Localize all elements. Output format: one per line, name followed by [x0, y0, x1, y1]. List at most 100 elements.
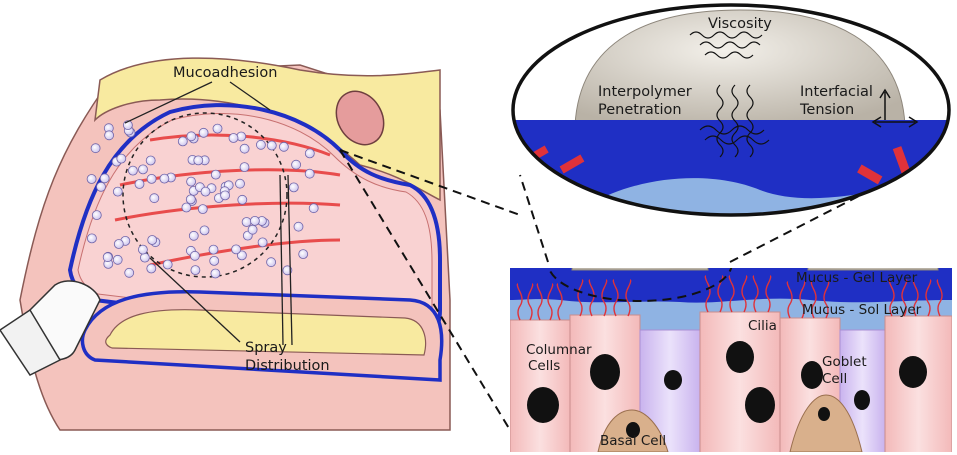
nasal-cavity: Mucoadhesion Spray Distribution [0, 57, 451, 431]
cilium [536, 283, 543, 321]
spray-particle [159, 173, 170, 184]
spray-particle [112, 254, 123, 265]
cilia [516, 275, 943, 321]
cilium [728, 275, 735, 313]
spray-particle [186, 176, 197, 187]
spray-particle [231, 244, 242, 255]
label-sol-layer: Mucus - Sol Layer [802, 302, 922, 318]
spray-particle [112, 186, 123, 197]
spray-particle [200, 186, 211, 197]
label-columnar-2: Cells [528, 358, 560, 374]
spray-particle [90, 143, 101, 154]
spray-particle [127, 165, 138, 176]
spray-particle [146, 173, 157, 184]
basal-cell-2 [789, 394, 863, 452]
cilium [823, 281, 830, 319]
label-interfacial: Interfacial [800, 84, 873, 100]
spray-particle [190, 265, 201, 276]
spray-particle [162, 259, 173, 270]
spray-particle [134, 179, 145, 189]
spray-particle [104, 130, 114, 141]
spray-particle [266, 140, 277, 151]
spray-particle [96, 181, 106, 192]
gel-layer [510, 268, 952, 303]
cilium [901, 279, 908, 317]
cilium [577, 279, 584, 317]
label-spray-droplet-2: Droplet [838, 242, 888, 258]
cilium [741, 275, 748, 313]
label-viscosity: Viscosity [708, 16, 772, 32]
spray-area-circle [122, 112, 288, 278]
spray-particle [308, 203, 319, 214]
spray-particle [291, 159, 302, 170]
spray-particle [266, 257, 277, 268]
spray-particle [249, 215, 260, 226]
cilium [936, 279, 943, 317]
spray-particle [188, 230, 199, 241]
spray-particle [177, 136, 188, 147]
spray-particle [255, 139, 266, 150]
cilium [786, 281, 793, 319]
zoom-sol-layer [560, 170, 949, 215]
spray-particle [113, 239, 124, 249]
spray-particle [87, 233, 97, 244]
cilium [516, 283, 523, 321]
spray-particle [247, 224, 258, 235]
spray-particle [181, 202, 192, 213]
spray-particle [102, 252, 113, 263]
spray-particle [138, 164, 148, 175]
spray-particle [298, 249, 309, 260]
spray-particle [145, 155, 156, 166]
spray-particle [198, 127, 209, 138]
tension-arrows [871, 88, 919, 128]
zoom-ellipse-border [511, 3, 951, 217]
label-distribution: Distribution [245, 358, 330, 374]
spray-distribution-pointers [149, 174, 293, 346]
spray-particle [199, 225, 210, 236]
spray-particle [210, 268, 221, 279]
sinus-oval [335, 90, 385, 146]
spray-particle [278, 141, 289, 152]
spray-particle [147, 235, 158, 245]
zoom-ellipse-panel: Viscosity Interpolymer Penetration Inter… [511, 3, 951, 217]
spray-particle [86, 174, 97, 184]
spray-particle [193, 155, 204, 166]
cilium [612, 279, 619, 317]
cilium [752, 275, 759, 313]
turbinate-lines [114, 133, 341, 267]
spray-particle [99, 173, 110, 184]
spray-particle [116, 153, 127, 164]
label-gel-layer: Mucus - Gel Layer [796, 270, 918, 286]
label-goblet-2: Cell [822, 371, 847, 387]
cilium [625, 279, 632, 317]
spray-particle [257, 237, 268, 248]
spray-particle [185, 194, 196, 205]
spray-particles [86, 120, 319, 279]
spray-particle [241, 217, 252, 227]
label-columnar-1: Columnar [526, 342, 592, 358]
cilium [704, 275, 711, 313]
spray-particle [237, 194, 248, 205]
label-mucoadhesion: Mucoadhesion [173, 65, 277, 81]
spray-particle [208, 244, 219, 255]
label-spray-droplet-1: Spray [846, 224, 885, 240]
spray-particle [288, 182, 299, 193]
spray-particle [304, 168, 315, 179]
spray-particle [228, 133, 239, 143]
cilium [799, 281, 806, 319]
cilium [912, 279, 919, 317]
label-cilia: Cilia [748, 318, 777, 334]
cilium [717, 275, 724, 313]
spray-nozzle-base [0, 308, 62, 376]
zoom-droplet [574, 9, 906, 126]
cilium [810, 281, 817, 319]
spray-particle [91, 210, 102, 221]
cilium [547, 283, 554, 321]
label-goblet-1: Goblet [822, 354, 867, 370]
spray-particle [124, 267, 135, 278]
epithelium-panel: Spray Droplet Mucus - Gel Layer Mucus - … [510, 224, 952, 452]
spray-particle [137, 244, 148, 255]
cilium [888, 279, 895, 317]
spray-particle [236, 250, 247, 261]
